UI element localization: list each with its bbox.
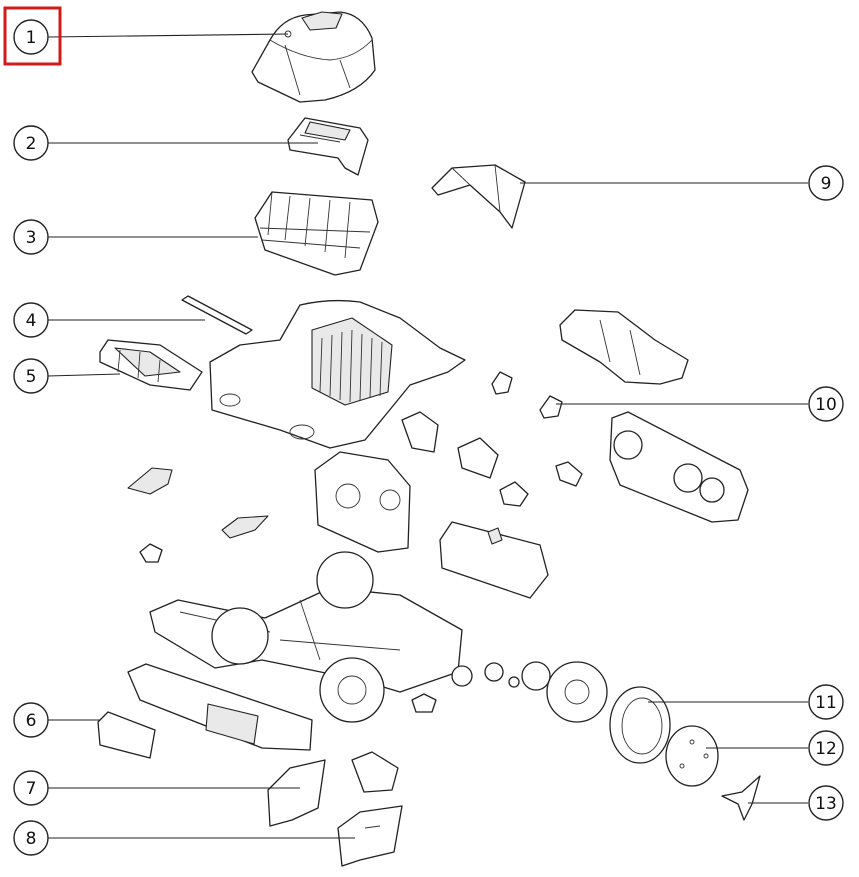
part-12-disc [665,725,719,787]
svg-text:7: 7 [26,779,37,799]
svg-text:3: 3 [26,228,37,248]
svg-text:9: 9 [821,174,832,194]
part-upper-right-housing [559,309,689,385]
svg-text:2: 2 [26,134,37,154]
svg-text:13: 13 [815,794,837,814]
callout-3[interactable]: 3 [13,219,49,255]
part-mid-components [127,411,583,713]
callout-9[interactable]: 9 [808,165,844,201]
part-3-filter-basket [254,191,379,276]
callout-12[interactable]: 12 [808,730,844,766]
part-11-track-wheel [609,686,671,764]
callout-13[interactable]: 13 [808,785,844,821]
callout-2[interactable]: 2 [13,125,49,161]
part-10-clips [491,371,563,419]
callout-4[interactable]: 4 [13,302,49,338]
part-13-clip [721,775,761,821]
callout-1-highlight-box [3,6,62,66]
part-7-side-flap [267,751,399,827]
callout-10[interactable]: 10 [808,386,844,422]
part-pump-panel [609,411,749,523]
callout-11[interactable]: 11 [808,684,844,720]
part-main-housing [209,299,466,449]
svg-text:6: 6 [26,711,37,731]
callout-1[interactable]: 1 [13,19,49,55]
svg-text:5: 5 [26,367,37,387]
part-1-top-cover [251,11,376,103]
svg-text:10: 10 [815,395,837,415]
part-electronics-box [439,521,549,599]
svg-text:11: 11 [815,693,837,713]
leader-lines [47,33,808,839]
callout-6[interactable]: 6 [13,702,49,738]
part-6-brush-roller [97,663,313,759]
part-8-front-flap [337,805,403,867]
svg-text:12: 12 [815,739,837,759]
callout-5[interactable]: 5 [13,358,49,394]
svg-text:4: 4 [26,311,37,331]
svg-text:8: 8 [26,829,37,849]
part-4-strip [181,295,253,335]
part-chassis [149,551,463,723]
callout-8[interactable]: 8 [13,820,49,856]
callout-7[interactable]: 7 [13,770,49,806]
part-9-rear-hood [431,164,526,229]
part-gear-stack [451,661,608,723]
part-motor-block [314,451,411,553]
svg-text:1: 1 [26,28,37,48]
part-2-bracket [287,117,369,176]
part-5-filter-tray [99,339,203,391]
